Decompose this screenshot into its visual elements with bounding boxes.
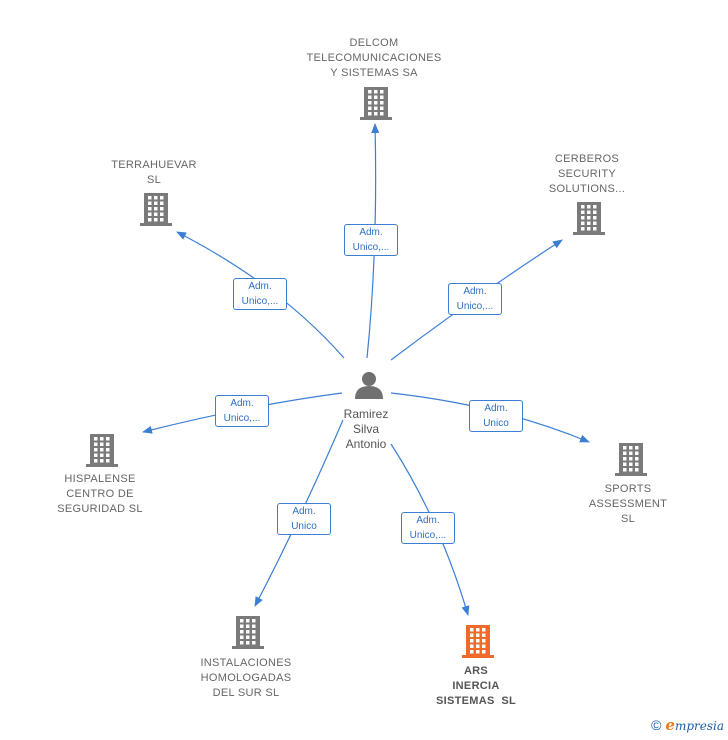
edge-role-line: Unico,... bbox=[456, 301, 494, 312]
company-label-instalaciones[interactable]: INSTALACIONES HOMOLOGADAS DEL SUR SL bbox=[200, 656, 291, 701]
edge-role-label[interactable]: Adm. Unico,... bbox=[401, 512, 455, 544]
copyright-symbol: © bbox=[651, 717, 662, 733]
company-label-delcom[interactable]: DELCOM TELECOMUNICACIONES Y SISTEMAS SA bbox=[307, 36, 442, 81]
company-name-line: SL bbox=[146, 174, 162, 186]
company-name-line: TELECOMUNICACIONES bbox=[306, 52, 442, 64]
edge-role-line: Adm. bbox=[292, 506, 316, 517]
edge-role-label[interactable]: Adm. Unico,... bbox=[233, 278, 287, 310]
edge-role-line: Unico,... bbox=[409, 530, 447, 541]
company-label-terrahuevar[interactable]: TERRAHUEVAR SL bbox=[111, 158, 197, 188]
company-name-line: SEGURIDAD SL bbox=[57, 503, 143, 515]
building-icon[interactable] bbox=[573, 202, 605, 235]
edges-layer bbox=[142, 123, 590, 616]
company-name-line: SECURITY bbox=[557, 168, 617, 180]
building-icon[interactable] bbox=[232, 616, 264, 649]
company-name-line: SL bbox=[620, 513, 636, 525]
company-name-line: SOLUTIONS... bbox=[548, 183, 626, 195]
company-name-line: CERBEROS bbox=[554, 153, 620, 165]
company-label-ars[interactable]: ARS INERCIA SISTEMAS SL bbox=[436, 664, 516, 709]
company-name-line: TERRAHUEVAR bbox=[111, 159, 197, 171]
company-label-hispalense[interactable]: HISPALENSE CENTRO DE SEGURIDAD SL bbox=[57, 472, 143, 517]
building-icon[interactable] bbox=[615, 443, 647, 476]
company-name-line: Y SISTEMAS SA bbox=[330, 67, 418, 79]
edge-role-line: Adm. bbox=[230, 398, 254, 409]
company-name-line: HISPALENSE bbox=[64, 473, 136, 485]
building-icon[interactable] bbox=[360, 87, 392, 120]
person-name-line: Antonio bbox=[345, 437, 387, 451]
company-name-line: INSTALACIONES bbox=[200, 657, 292, 669]
company-name-line: SISTEMAS SL bbox=[436, 695, 516, 707]
brand-logo: empresia bbox=[665, 716, 724, 734]
edge-role-line: Adm. bbox=[248, 281, 272, 292]
center-person-label[interactable]: Ramirez Silva Antonio bbox=[344, 407, 389, 452]
person-name-line: Ramirez bbox=[343, 407, 389, 421]
edge-role-label[interactable]: Adm. Unico,... bbox=[344, 224, 398, 256]
building-icon[interactable] bbox=[462, 625, 494, 658]
edge-role-line: Unico bbox=[483, 418, 509, 429]
company-name-line: ASSESSMENT bbox=[588, 498, 668, 510]
edge-role-line: Unico,... bbox=[241, 296, 279, 307]
company-name-line: SPORTS bbox=[604, 483, 652, 495]
edge-role-line: Unico bbox=[291, 521, 317, 532]
company-name-line: ARS bbox=[463, 665, 489, 677]
edge-role-label[interactable]: Adm. Unico,... bbox=[215, 395, 269, 427]
building-icon[interactable] bbox=[140, 193, 172, 226]
edge-role-line: Adm. bbox=[359, 227, 383, 238]
icons-layer bbox=[86, 87, 647, 658]
edge-role-line: Adm. bbox=[484, 403, 508, 414]
company-name-line: DELCOM bbox=[349, 37, 399, 49]
company-name-line: INERCIA bbox=[452, 680, 500, 692]
edge-role-label[interactable]: Adm. Unico bbox=[469, 400, 523, 432]
edge-role-label[interactable]: Adm. Unico,... bbox=[448, 283, 502, 315]
person-name-line: Silva bbox=[352, 422, 380, 436]
edge-role-line: Adm. bbox=[416, 515, 440, 526]
company-name-line: CENTRO DE bbox=[66, 488, 134, 500]
company-label-sports[interactable]: SPORTS ASSESSMENT SL bbox=[589, 482, 667, 527]
company-label-cerberos[interactable]: CERBEROS SECURITY SOLUTIONS... bbox=[549, 152, 625, 197]
edge-role-line: Adm. bbox=[463, 286, 487, 297]
footer-brand[interactable]: © empresia bbox=[651, 716, 724, 734]
edge-role-label[interactable]: Adm. Unico bbox=[277, 503, 331, 535]
company-name-line: DEL SUR SL bbox=[212, 687, 280, 699]
company-name-line: HOMOLOGADAS bbox=[200, 672, 292, 684]
edge-role-line: Unico,... bbox=[352, 242, 390, 253]
person-icon[interactable] bbox=[355, 372, 383, 399]
edge-role-line: Unico,... bbox=[223, 413, 261, 424]
building-icon[interactable] bbox=[86, 434, 118, 467]
